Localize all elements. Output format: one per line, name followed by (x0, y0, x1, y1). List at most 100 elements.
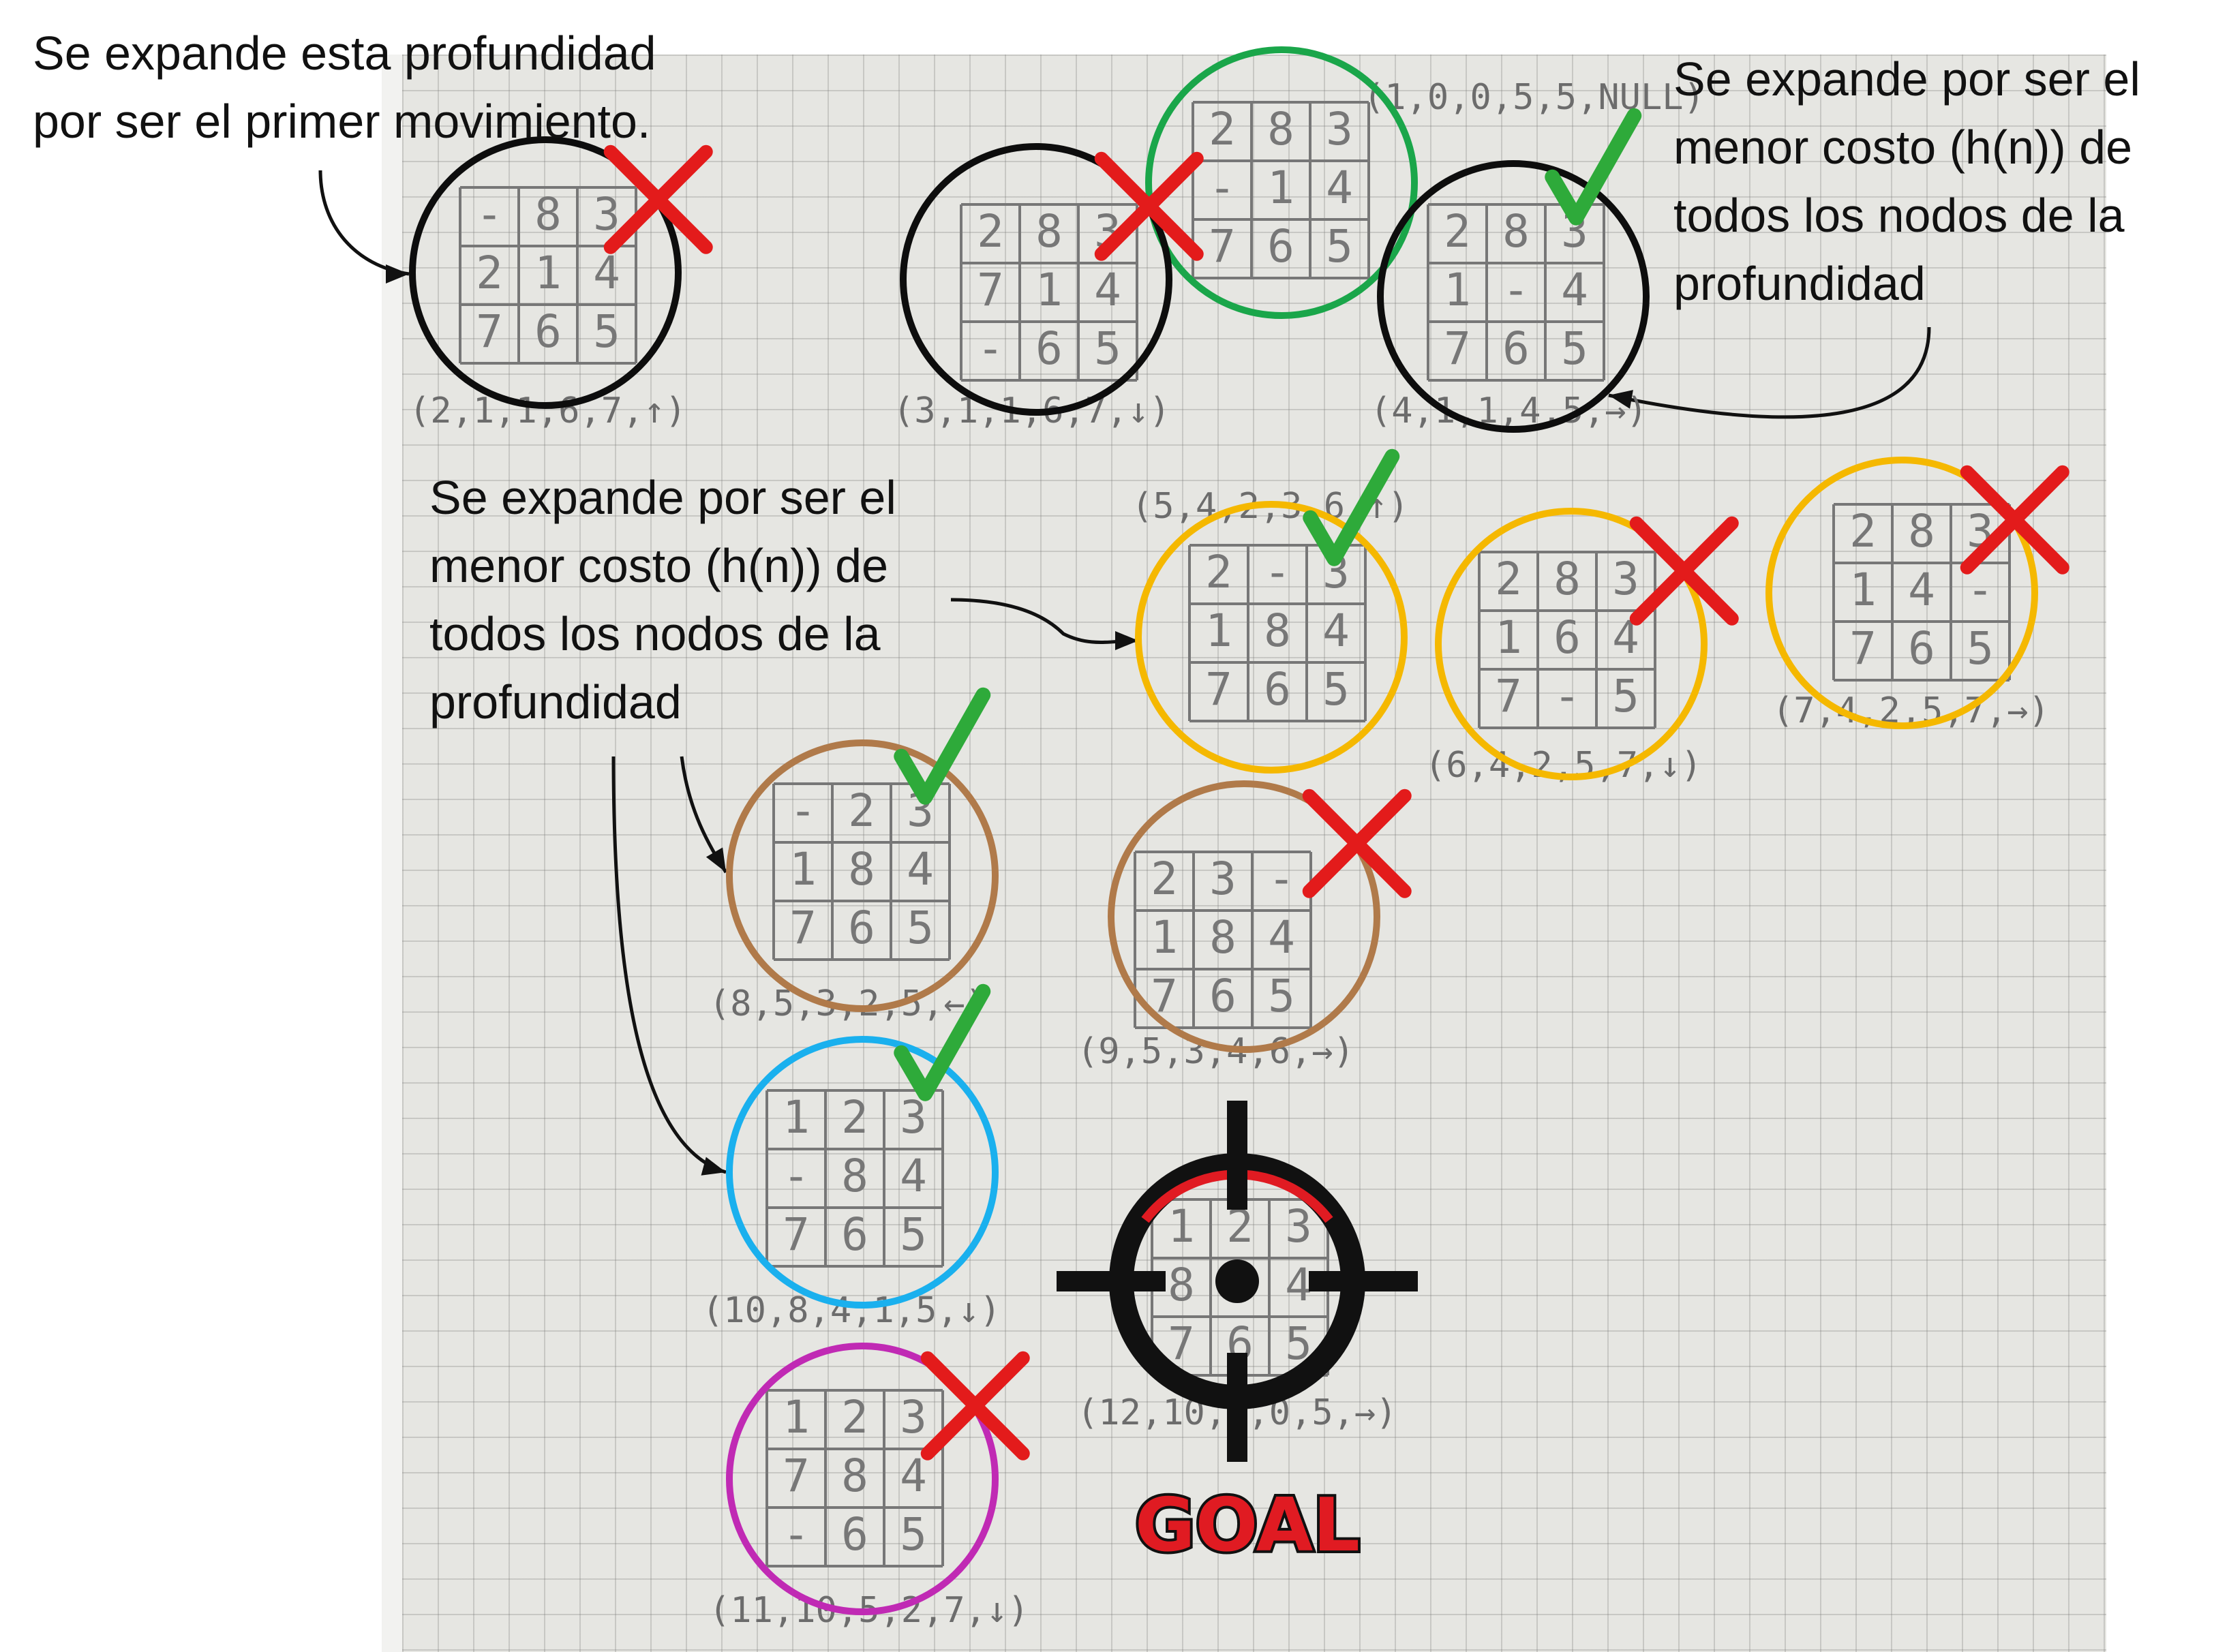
note-min-cost-top: Se expande por ser el menor costo (h(n))… (1673, 52, 2140, 310)
tile: - (1268, 853, 1295, 905)
tile: 7 (783, 1208, 810, 1261)
node-annotation: (4,1,1,4,5,→) (1370, 391, 1648, 431)
tile: 7 (476, 305, 503, 358)
tile: 1 (1151, 911, 1178, 964)
check-icon (894, 983, 991, 1101)
tile: 4 (1268, 911, 1295, 964)
tile: 6 (848, 902, 875, 954)
node-circle (900, 143, 1172, 416)
tile: 1 (1849, 564, 1877, 616)
cross-icon (603, 144, 713, 254)
node-annotation: (2,1,1,6,7,↑) (409, 391, 686, 431)
tile: 5 (1967, 622, 1994, 675)
node-circle (726, 1343, 999, 1615)
node-annotation: (9,5,3,4,6,→) (1077, 1031, 1354, 1072)
tile: 2 (1209, 103, 1236, 155)
tile: 1 (1168, 1200, 1195, 1253)
tile: 6 (1267, 220, 1294, 273)
tile: 1 (783, 1391, 810, 1443)
node-circle (726, 739, 999, 1012)
cross-icon (1094, 151, 1204, 261)
tile: 6 (1908, 622, 1935, 675)
tile: 8 (1502, 205, 1530, 258)
tile: - (783, 1508, 810, 1561)
tile: 5 (907, 902, 934, 954)
tile: 7 (1168, 1317, 1195, 1370)
tile: 8 (1908, 505, 1935, 557)
tile: 4 (1285, 1259, 1312, 1311)
tile: 1 (1205, 605, 1232, 657)
tile: 8 (1209, 911, 1237, 964)
tile: 5 (1094, 322, 1121, 375)
tile: - (1502, 264, 1530, 316)
tile: 2 (1849, 505, 1877, 557)
tile: 5 (1561, 322, 1588, 375)
arrowhead-icon (1115, 631, 1138, 650)
tile: 6 (1553, 611, 1581, 664)
tile: 4 (1322, 605, 1350, 657)
node-circle (1135, 501, 1408, 774)
tile: 7 (789, 902, 817, 954)
tile: - (1209, 162, 1236, 214)
annotation-arrow (611, 756, 727, 1174)
tile: 4 (900, 1450, 927, 1502)
annotation-arrow (318, 170, 410, 276)
tile: 2 (1495, 553, 1522, 605)
annotation-arrow (1608, 326, 1931, 419)
tile: 3 (1612, 553, 1639, 605)
tile: - (977, 322, 1004, 375)
tile: 3 (1209, 853, 1237, 905)
tile: 7 (977, 264, 1004, 316)
tile: 3 (900, 1391, 927, 1443)
tile: 7 (1205, 663, 1232, 716)
tile: 5 (900, 1208, 927, 1261)
tile: 4 (1561, 264, 1588, 316)
note-min-cost-left: Se expande por ser el menor costo (h(n))… (429, 471, 896, 729)
tile: - (476, 188, 503, 241)
tile: 1 (1035, 264, 1063, 316)
annotation-arrows (318, 170, 1931, 1176)
tile: - (783, 1150, 810, 1202)
tile: 2 (1205, 546, 1232, 598)
arrowhead-icon (706, 847, 726, 872)
tile: 2 (977, 205, 1004, 258)
cross-icon (1960, 465, 2069, 575)
tile: 8 (1035, 205, 1063, 258)
tile: 8 (841, 1450, 868, 1502)
tile: 6 (1035, 322, 1063, 375)
arrowhead-icon (701, 1157, 726, 1176)
node-circle (1108, 780, 1380, 1053)
tile: 3 (1285, 1200, 1312, 1253)
tile: 1 (1444, 264, 1471, 316)
tile: 8 (1267, 103, 1294, 155)
tile: 8 (534, 188, 562, 241)
tile: 5 (1612, 670, 1639, 722)
tile: 6 (1209, 970, 1237, 1022)
goal-marker: GOAL (1057, 1101, 1418, 1571)
tile: 4 (1326, 162, 1353, 214)
crosshair-center-dot (1215, 1259, 1259, 1303)
check-icon (1303, 448, 1400, 566)
tile: 6 (841, 1508, 868, 1561)
tile: 6 (1502, 322, 1530, 375)
tile: 2 (476, 247, 503, 299)
node-circle (1765, 457, 2038, 729)
tile: 1 (1495, 611, 1522, 664)
check-icon (1545, 108, 1642, 226)
tile: 6 (1264, 663, 1291, 716)
node-annotation: (8,5,3,2,5,←) (709, 983, 986, 1024)
tile: 5 (1322, 663, 1350, 716)
tile: 3 (1326, 103, 1353, 155)
note-first-move: Se expande esta profundidad por ser el p… (33, 27, 656, 148)
